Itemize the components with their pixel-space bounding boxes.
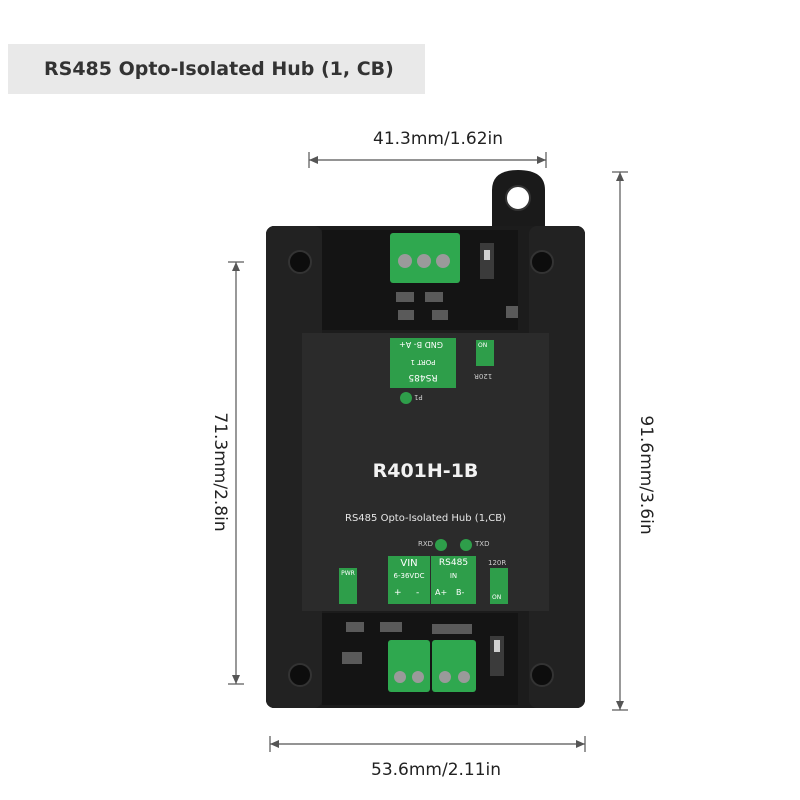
dimension-left-height: 71.3mm/2.8in [210, 412, 230, 532]
top-bus-name: RS485 [408, 372, 438, 382]
device-subtitle: RS485 Opto-Isolated Hub (1,CB) [345, 513, 506, 524]
txd-label: TXD [475, 540, 490, 548]
bottom-switch-label: 120R [488, 559, 507, 567]
rs485-dir: IN [449, 572, 458, 580]
rxd-label: RXD [418, 540, 434, 548]
vin-plus: + [394, 588, 402, 598]
bottom-switch-state: ON [492, 594, 502, 601]
top-port-name: PORT 1 [410, 358, 436, 366]
dimension-arrows [232, 156, 624, 748]
screw-holes [288, 250, 554, 687]
rs485-label: RS485 [438, 558, 469, 568]
vin-minus: - [416, 588, 420, 598]
title-band: RS485 Opto-Isolated Hub (1, CB) [8, 44, 425, 94]
vin-range: 6-36VDC [393, 572, 425, 580]
top-switch-state: ON [478, 342, 488, 349]
top-switch-label: 120R [474, 372, 493, 380]
page-title: RS485 Opto-Isolated Hub (1, CB) [44, 58, 394, 80]
dimension-bottom-width: 53.6mm/2.11in [371, 760, 502, 780]
dimension-lines [228, 152, 628, 752]
vin-label: VIN [400, 558, 418, 569]
dimension-right-height: 91.6mm/3.6in [636, 415, 656, 535]
device-model: R401H-1B [372, 460, 479, 482]
dimension-top-width: 41.3mm/1.62in [373, 129, 504, 149]
pwr-label: PWR [341, 570, 355, 577]
rs485-b: B- [456, 588, 465, 597]
rs485-a: A+ [435, 588, 448, 597]
top-led-label: P1 [414, 393, 423, 401]
top-pins-label: GND B- A+ [399, 340, 443, 349]
